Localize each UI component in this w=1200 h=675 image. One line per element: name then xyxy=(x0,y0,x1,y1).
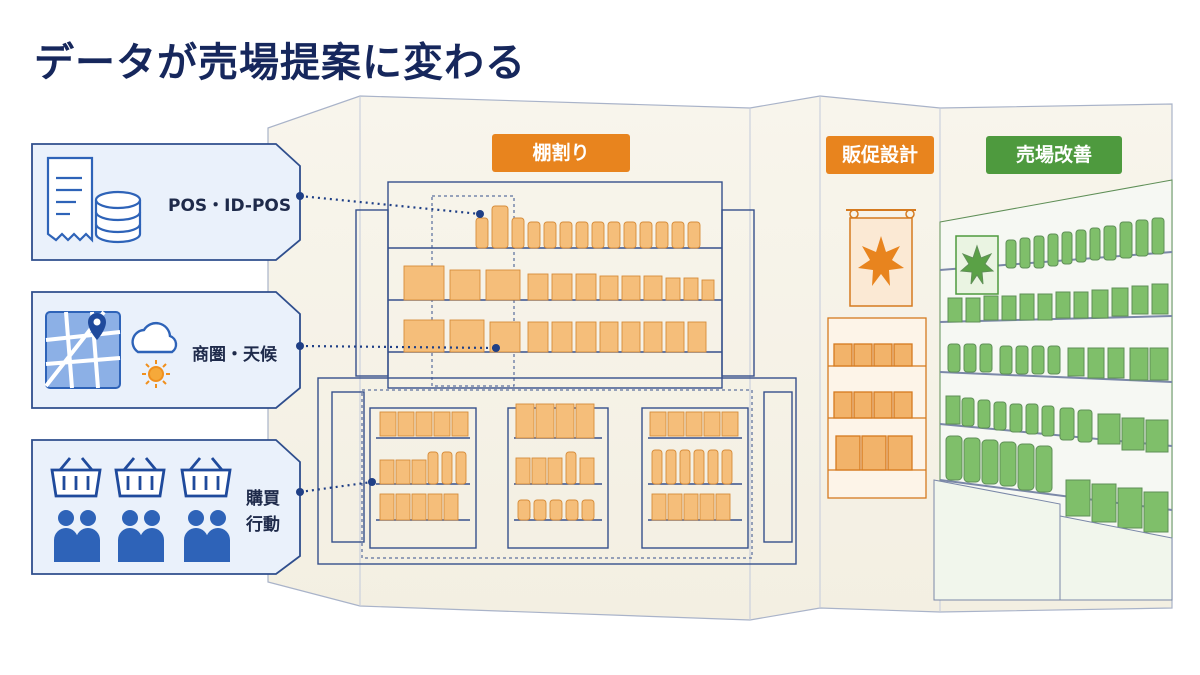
sun-icon xyxy=(142,360,170,388)
database-icon xyxy=(94,190,142,244)
connector-dots xyxy=(296,192,500,496)
shelf-products xyxy=(379,205,739,521)
connector-lines xyxy=(299,194,497,494)
map-pin-icon xyxy=(88,313,106,340)
basket-icon xyxy=(50,457,232,498)
tag-shelf-allocation: 棚割り xyxy=(492,134,630,172)
improved-shelf xyxy=(933,179,1173,601)
connector-area xyxy=(299,344,497,350)
map-icon xyxy=(44,310,121,389)
source-label-pos: POS・ID-POS xyxy=(168,196,292,216)
person-icon xyxy=(54,510,230,562)
promo-display-rack xyxy=(827,317,927,499)
source-label-behavior-line2: 行動 xyxy=(246,515,280,535)
tag-promo-design: 販促設計 xyxy=(826,136,934,174)
tag-store-improvement: 売場改善 xyxy=(986,136,1122,174)
receipt-icon xyxy=(46,156,94,243)
connector-pos xyxy=(299,194,481,216)
page-title: データが売場提案に変わる xyxy=(34,40,526,86)
connector-behavior xyxy=(299,480,373,494)
promo-pop-sign xyxy=(846,209,916,307)
source-label-behavior: 購買 行動 xyxy=(246,486,280,538)
cloud-icon xyxy=(131,321,178,354)
source-label-behavior-line1: 購買 xyxy=(246,489,280,509)
source-label-area-weather: 商圏・天候 xyxy=(192,345,277,365)
